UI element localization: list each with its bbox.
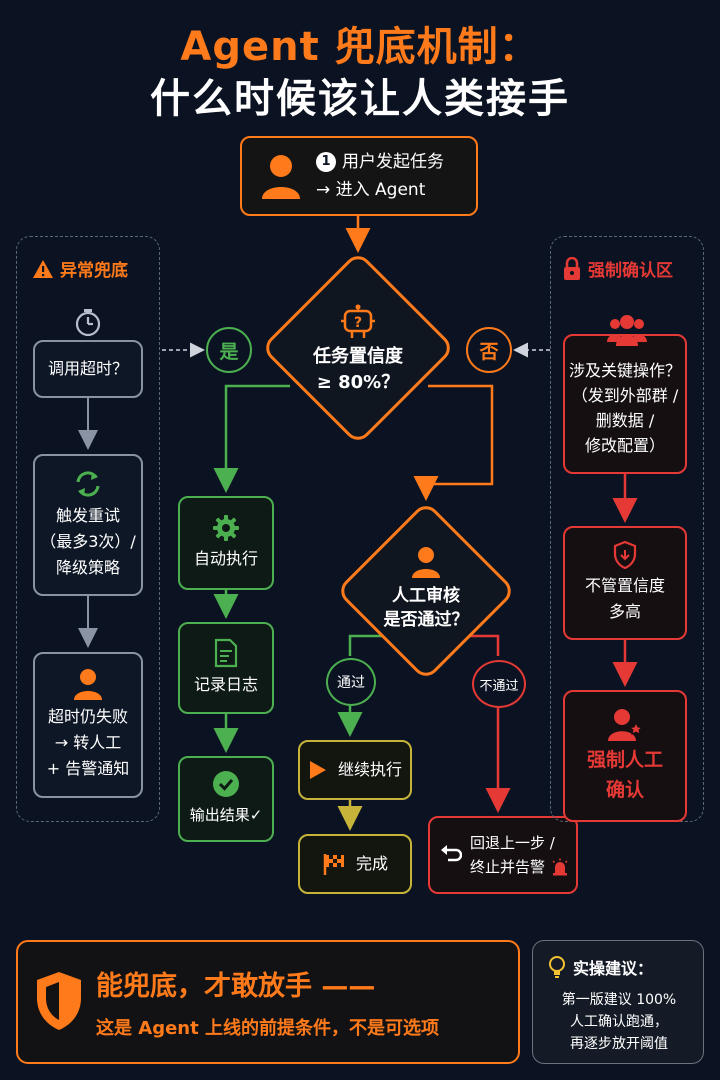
user-icon bbox=[74, 669, 102, 700]
exception-fallback-title: 异常兜底 bbox=[32, 256, 128, 281]
critical-operation-line1: 涉及关键操作？ bbox=[568, 361, 681, 380]
title-line1: Agent 兜底机制： bbox=[180, 24, 540, 70]
shield-icon bbox=[613, 541, 637, 569]
log-text: 记录日志 bbox=[193, 675, 258, 694]
checkered-flag-icon bbox=[323, 854, 344, 875]
rollback-line1: 回退上一步 / bbox=[470, 834, 555, 852]
warning-icon bbox=[33, 259, 53, 278]
retry-line3: 降级策略 bbox=[55, 558, 120, 577]
practical-tip-card: 实操建议： 第一版建议 100% 人工确认跑通， 再逐步放开阈值 bbox=[532, 940, 704, 1064]
tip-line3: 再逐步放开阈值 bbox=[570, 1036, 668, 1052]
tip-line2: 人工确认跑通， bbox=[570, 1014, 668, 1030]
group-icon bbox=[607, 315, 647, 346]
tip-line1: 第一版建议 100% bbox=[561, 992, 677, 1008]
escalate-line1: 超时仍失败 bbox=[47, 707, 128, 726]
forced-confirm-title: 强制确认区 bbox=[562, 256, 673, 281]
user-star-icon bbox=[608, 709, 643, 741]
alarm-icon bbox=[552, 858, 568, 876]
pass-label: 通过 bbox=[326, 658, 376, 706]
start-line1: 用户发起任务 bbox=[342, 152, 444, 172]
auto-execute-text: 自动执行 bbox=[193, 549, 258, 568]
critical-operation-line3: 删数据 / bbox=[595, 411, 655, 430]
retry-icon bbox=[76, 471, 100, 497]
forced-human-confirm-box: 强制人工 确认 bbox=[563, 690, 687, 822]
review-question-line2: 是否通过？ bbox=[383, 610, 469, 630]
forced-confirm-label: 强制确认区 bbox=[588, 261, 673, 281]
robot-icon: ? bbox=[341, 304, 375, 338]
start-line2: → 进入 Agent bbox=[316, 180, 426, 200]
confidence-question-line2: ≥ 80%？ bbox=[316, 372, 400, 393]
yes-label: 是 bbox=[206, 327, 252, 373]
ignore-confidence-line2: 多高 bbox=[608, 602, 641, 621]
critical-operation-line4: 修改配置） bbox=[584, 436, 665, 455]
review-decision-text: 人工审核 是否通过？ bbox=[346, 530, 506, 648]
critical-operation-box: 涉及关键操作？ （发到外部群 / 删数据 / 修改配置） bbox=[563, 315, 687, 474]
confidence-decision-text: ? 任务置信度 ≥ 80%？ bbox=[268, 290, 448, 410]
svg-text:?: ? bbox=[354, 315, 362, 331]
check-circle-icon bbox=[213, 771, 239, 797]
title-line2: 什么时候该让人类接手 bbox=[150, 76, 570, 122]
timeout-check-text: 调用超时？ bbox=[47, 359, 128, 378]
complete-text: 完成 bbox=[355, 854, 388, 873]
step-number-badge: 1 bbox=[316, 152, 336, 172]
ignore-confidence-box: 不管置信度 多高 bbox=[563, 526, 687, 640]
user-icon bbox=[412, 547, 440, 578]
undo-icon bbox=[441, 845, 462, 862]
lock-icon bbox=[564, 256, 580, 280]
lightbulb-icon bbox=[549, 956, 565, 978]
retry-line2: （最多3次）/ bbox=[40, 532, 136, 551]
critical-operation-line2: （发到外部群 / bbox=[571, 386, 679, 405]
escalate-line3: + 告警通知 bbox=[46, 759, 130, 778]
retry-line1: 触发重试 bbox=[55, 506, 120, 525]
review-question-line1: 人工审核 bbox=[392, 586, 460, 606]
document-icon bbox=[214, 638, 238, 668]
retry-box: 触发重试 （最多3次）/ 降级策略 bbox=[33, 454, 143, 596]
escalate-line2: → 转人工 bbox=[54, 733, 122, 752]
rollback-line2: 终止并告警 bbox=[470, 858, 546, 876]
stopwatch-icon bbox=[75, 309, 101, 337]
exception-fallback-panel bbox=[16, 236, 160, 822]
auto-execute-box: 自动执行 bbox=[178, 496, 274, 590]
output-result-box: 输出结果✓ bbox=[178, 756, 274, 842]
rollback-box: 回退上一步 / 终止并告警 bbox=[428, 816, 578, 894]
conclusion-banner: 能兜底，才敢放手 —— 这是 Agent 上线的前提条件，不是可选项 bbox=[16, 940, 520, 1064]
continue-execute-text: 继续执行 bbox=[337, 760, 402, 779]
exception-fallback-label: 异常兜底 bbox=[60, 261, 128, 281]
forced-human-confirm-line1: 强制人工 bbox=[586, 749, 663, 771]
timeout-check-box: 调用超时？ bbox=[33, 340, 143, 398]
forced-human-confirm-line2: 确认 bbox=[605, 779, 644, 801]
shield-icon bbox=[37, 972, 81, 1030]
conclusion-subtext: 这是 Agent 上线的前提条件，不是可选项 bbox=[96, 1018, 439, 1039]
no-label: 否 bbox=[466, 327, 512, 373]
conclusion-headline: 能兜底，才敢放手 —— bbox=[96, 971, 376, 1002]
fail-label: 不通过 bbox=[472, 660, 526, 708]
complete-box: 完成 bbox=[298, 834, 412, 894]
user-icon bbox=[262, 155, 300, 199]
confidence-question-line1: 任务置信度 bbox=[313, 346, 403, 367]
continue-execute-box: 继续执行 bbox=[298, 740, 412, 800]
play-icon bbox=[309, 761, 326, 779]
escalate-box: 超时仍失败 → 转人工 + 告警通知 bbox=[33, 652, 143, 798]
log-box: 记录日志 bbox=[178, 622, 274, 714]
tip-title: 实操建议： bbox=[573, 959, 654, 978]
start-box: 1 用户发起任务 → 进入 Agent bbox=[240, 136, 478, 216]
output-result-text: 输出结果✓ bbox=[189, 806, 263, 824]
ignore-confidence-line1: 不管置信度 bbox=[584, 576, 665, 595]
gear-icon bbox=[213, 515, 239, 541]
